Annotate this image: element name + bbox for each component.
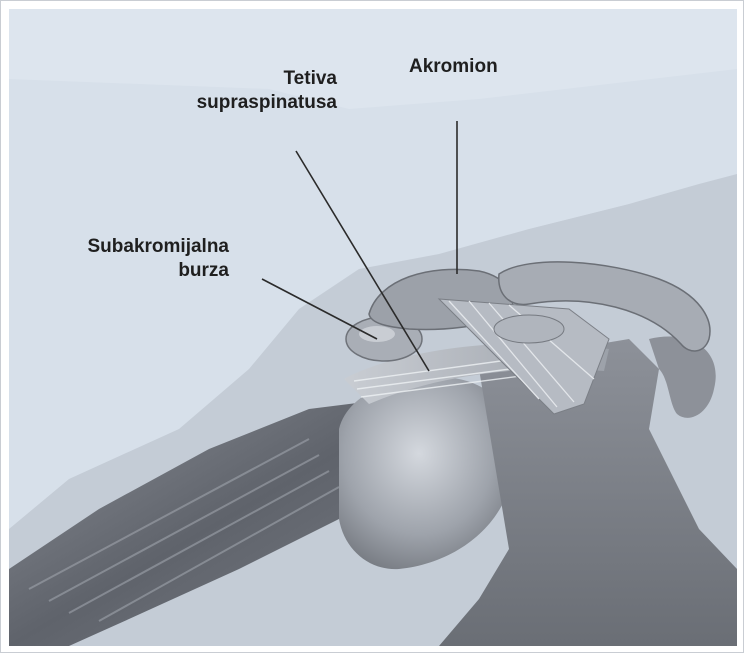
illustration-panel: Tetiva supraspinatusa Akromion Subakromi… [9, 9, 737, 646]
label-tetiva-supraspinatusa: Tetiva supraspinatusa [167, 67, 337, 115]
label-tetiva-line1: Tetiva [167, 67, 337, 91]
background-shading [9, 9, 737, 109]
shoulder-anatomy-illustration [9, 9, 737, 646]
label-subakromijalna-burza: Subakromijalna burza [29, 235, 229, 283]
bursa-extension [494, 315, 564, 343]
label-burza-line2: burza [29, 259, 229, 283]
label-tetiva-line2: supraspinatusa [167, 91, 337, 115]
label-burza-line1: Subakromijalna [29, 235, 229, 259]
label-akromion: Akromion [409, 55, 498, 79]
